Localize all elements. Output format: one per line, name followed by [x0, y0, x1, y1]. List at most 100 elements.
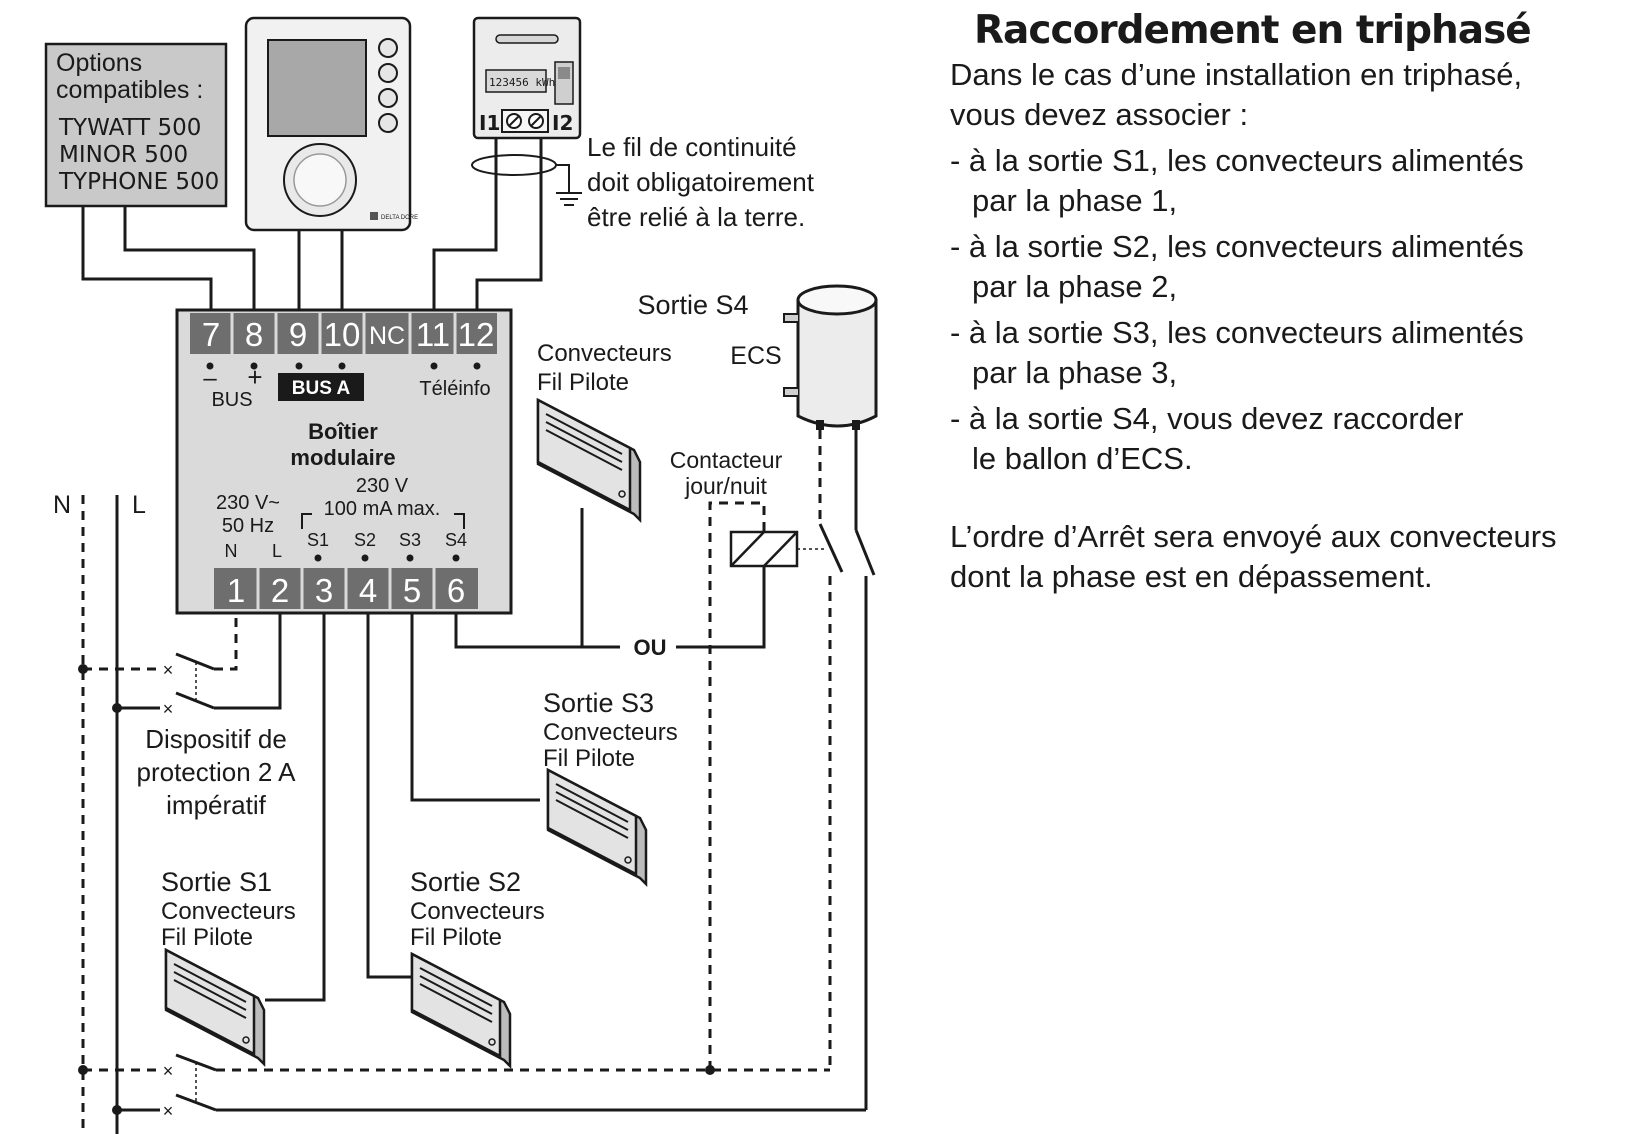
terminal-11: 11 [416, 316, 450, 353]
panel-item-s4-line1: - à la sortie S4, vous devez raccorder [950, 401, 1464, 436]
bus-a-label: BUS A [292, 378, 351, 399]
panel-item-s3-line1: - à la sortie S3, les convecteurs alimen… [950, 315, 1524, 350]
contactor-relay-icon [708, 501, 826, 1070]
instructions-panel: Raccordement en triphasé Dans le cas d’u… [950, 8, 1610, 597]
output-s3-label: S3 [399, 530, 421, 550]
thermostat-button-icon [378, 113, 398, 133]
svg-text:×: × [163, 1101, 174, 1121]
convector-s1-line1: Convecteurs [161, 898, 296, 925]
panel-note-line2: dont la phase est en dépassement. [950, 559, 1433, 594]
contactor-label-line1: Contacteur [670, 447, 783, 473]
option-product-2: MINOR 500 [59, 142, 188, 168]
energy-meter: 123456 kWh I1 I2 [472, 16, 582, 140]
wiring-diagram: Options compatibles : TYWATT 500 MINOR 5… [44, 16, 878, 1134]
protection-label-line2: protection 2 A [137, 757, 297, 787]
supply-voltage: 230 V~ [216, 492, 280, 514]
terminal-2: 2 [271, 572, 289, 609]
terminal-1: 1 [227, 572, 245, 609]
panel-item-s2-line1: - à la sortie S2, les convecteurs alimen… [950, 229, 1524, 264]
panel-intro-line2: vous devez associer : [950, 97, 1249, 132]
convector-s3-icon [546, 767, 648, 888]
module-title-line1: Boîtier [308, 419, 378, 444]
panel-note-line1: L’ordre d’Arrêt sera envoyé aux convecte… [950, 519, 1557, 554]
svg-text:×: × [163, 699, 174, 719]
outputs-voltage: 230 V [356, 475, 409, 497]
terminal-nc: NC [369, 322, 405, 350]
panel-title: Raccordement en triphasé [974, 8, 1532, 53]
thermostat-device: DELTA DORE [244, 16, 418, 232]
ou-label: OU [634, 635, 667, 660]
earth-note-line2: doit obligatoirement [587, 167, 815, 197]
terminal-8: 8 [245, 316, 263, 353]
panel-item-s3-line2: par la phase 3, [972, 355, 1178, 390]
terminal-3: 3 [315, 572, 333, 609]
meter-reading: 123456 kWh [489, 76, 555, 89]
panel-item-s2-line2: par la phase 2, [972, 269, 1178, 304]
bottom-switch: × × [78, 1053, 866, 1121]
options-title-line1: Options [56, 49, 142, 77]
panel-item-s1-line1: - à la sortie S1, les convecteurs alimen… [950, 143, 1524, 178]
convector-s2-icon [410, 951, 512, 1070]
protection-switch: × × [78, 613, 282, 719]
water-heater-label: ECS [730, 342, 781, 370]
teleinfo-label: Téléinfo [419, 378, 490, 400]
options-box: Options compatibles : TYWATT 500 MINOR 5… [44, 42, 228, 208]
live-line-label: L [132, 491, 146, 519]
supply-l-label: L [272, 541, 282, 561]
bus-plus-sign: + [247, 362, 262, 392]
contactor-label-line2: jour/nuit [684, 473, 767, 499]
convector-s1-sortie: Sortie S1 [161, 867, 272, 897]
protection-label-line1: Dispositif de [145, 724, 287, 754]
terminal-6: 6 [447, 572, 465, 609]
water-heater-sortie: Sortie S4 [637, 290, 748, 320]
option-product-1: TYWATT 500 [58, 115, 201, 141]
output-s4-label: S4 [445, 530, 467, 550]
thermostat-button-icon [378, 38, 398, 58]
earth-note-line3: être relié à la terre. [587, 202, 805, 232]
convector-s3-line2: Fil Pilote [543, 745, 635, 772]
output-s1-label: S1 [307, 530, 329, 550]
outputs-current: 100 mA max. [324, 498, 441, 520]
options-title-line2: compatibles : [56, 76, 203, 104]
protection-label-line3: impératif [166, 790, 266, 820]
meter-terminal-i1: I1 [479, 111, 500, 135]
convector-s1-line2: Fil Pilote [161, 924, 253, 951]
bus-minus-sign: – [203, 365, 217, 392]
meter-terminal-i2: I2 [552, 111, 573, 135]
convector-s1-icon [164, 947, 266, 1068]
neutral-line-label: N [53, 491, 71, 519]
option-product-3: TYPHONE 500 [58, 169, 219, 195]
earth-note-line1: Le fil de continuité [587, 132, 797, 162]
convector-s4-icon [536, 397, 642, 524]
earth-ground-icon [471, 154, 582, 206]
terminal-4: 4 [359, 572, 377, 609]
thermostat-button-icon [378, 88, 398, 108]
convector-s4-line2: Fil Pilote [537, 369, 629, 396]
supply-frequency: 50 Hz [222, 515, 274, 537]
svg-text:×: × [163, 660, 174, 680]
modular-box: 7 8 9 10 NC 11 12 – + BUS BUS A Téléinfo… [175, 308, 513, 615]
water-heater-icon [783, 284, 878, 430]
output-s2-label: S2 [354, 530, 376, 550]
terminal-9: 9 [289, 316, 307, 353]
output-wires [265, 508, 766, 1002]
top-wires [81, 138, 543, 310]
terminal-7: 7 [202, 316, 220, 353]
svg-text:×: × [163, 1061, 174, 1081]
convector-s4-line1: Convecteurs [537, 340, 672, 367]
panel-item-s4-line2: le ballon d’ECS. [972, 441, 1193, 476]
terminal-12: 12 [458, 316, 495, 353]
convector-s2-line2: Fil Pilote [410, 924, 502, 951]
thermostat-button-icon [378, 63, 398, 83]
terminal-10: 10 [324, 316, 361, 353]
bus-label: BUS [211, 389, 252, 411]
convector-s3-line1: Convecteurs [543, 719, 678, 746]
panel-item-s1-line2: par la phase 1, [972, 183, 1178, 218]
convector-s3-sortie: Sortie S3 [543, 688, 654, 718]
supply-n-label: N [225, 541, 238, 561]
panel-intro-line1: Dans le cas d’une installation en tripha… [950, 57, 1523, 92]
terminal-5: 5 [403, 572, 421, 609]
thermostat-brand: DELTA DORE [381, 215, 418, 221]
convector-s2-sortie: Sortie S2 [410, 867, 521, 897]
convector-s2-line1: Convecteurs [410, 898, 545, 925]
